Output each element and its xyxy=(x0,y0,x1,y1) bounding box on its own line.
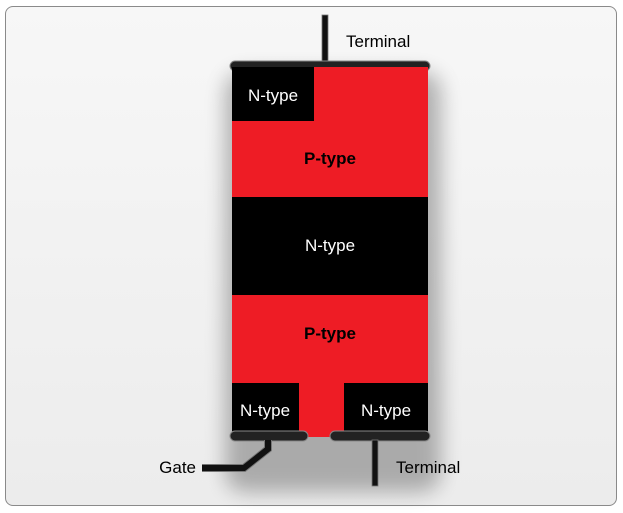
top-left-n-region xyxy=(232,67,314,121)
top-terminal-lead xyxy=(321,14,329,68)
gate-contact-plate xyxy=(229,430,309,442)
bottom-right-n-region xyxy=(344,383,428,437)
bottom-left-n-label: N-type xyxy=(240,401,290,420)
bottom-contact-plate xyxy=(329,430,431,442)
gate-lead xyxy=(202,440,271,471)
top-terminal-label: Terminal xyxy=(346,32,410,51)
middle-n-label: N-type xyxy=(305,236,355,255)
bottom-terminal-lead xyxy=(371,439,379,487)
top-p-label: P-type xyxy=(304,149,356,168)
bottom-terminal-label: Terminal xyxy=(396,458,460,477)
gate-label: Gate xyxy=(159,458,196,477)
middle-n-layer xyxy=(232,197,428,295)
bottom-p-label: P-type xyxy=(304,324,356,343)
bottom-left-n-region xyxy=(232,383,299,437)
top-left-n-label: N-type xyxy=(248,86,298,105)
bottom-right-n-label: N-type xyxy=(361,401,411,420)
